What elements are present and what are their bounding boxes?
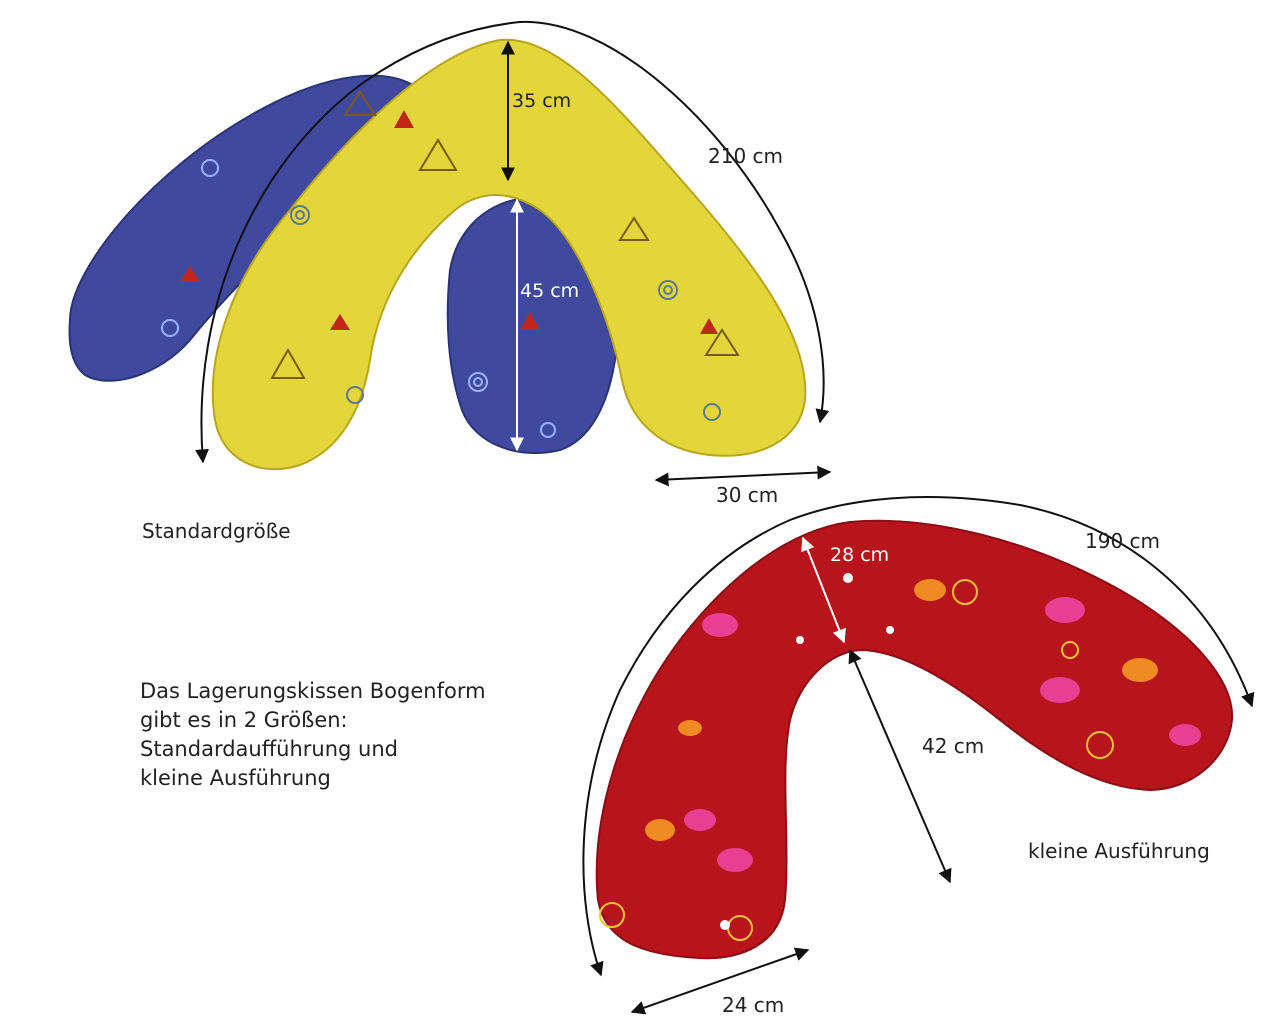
small-caption: kleine Ausführung — [1028, 839, 1210, 863]
small-inner-arrow — [848, 648, 952, 884]
standard-inner-label: 45 cm — [520, 280, 580, 302]
description-line: gibt es in 2 Größen: — [140, 708, 348, 732]
small-pillow-image — [595, 519, 1234, 960]
small-length-arrow — [582, 496, 1255, 977]
small-inner-label: 42 cm — [922, 734, 985, 758]
standard-pillow-image — [68, 38, 807, 471]
standard-width-arrow — [654, 465, 832, 487]
standard-length-arrow — [195, 20, 830, 464]
standard-length-label: 210 cm — [708, 144, 784, 168]
small-width-label: 24 cm — [722, 993, 785, 1017]
standard-top-label: 35 cm — [512, 90, 572, 112]
standard-width-label: 30 cm — [716, 483, 779, 507]
description-text: Das Lagerungskissen Bogenform gibt es in… — [140, 677, 486, 793]
small-length-label: 190 cm — [1085, 529, 1161, 553]
description-line: Das Lagerungskissen Bogenform — [140, 679, 486, 703]
standard-caption: Standardgröße — [142, 519, 291, 543]
small-top-label: 28 cm — [830, 544, 890, 566]
description-line: kleine Ausführung — [140, 766, 331, 790]
small-width-arrow — [630, 947, 810, 1015]
red-cushion — [595, 519, 1234, 960]
small-top-arrow — [801, 536, 846, 644]
description-line: Standardaufführung und — [140, 737, 399, 761]
